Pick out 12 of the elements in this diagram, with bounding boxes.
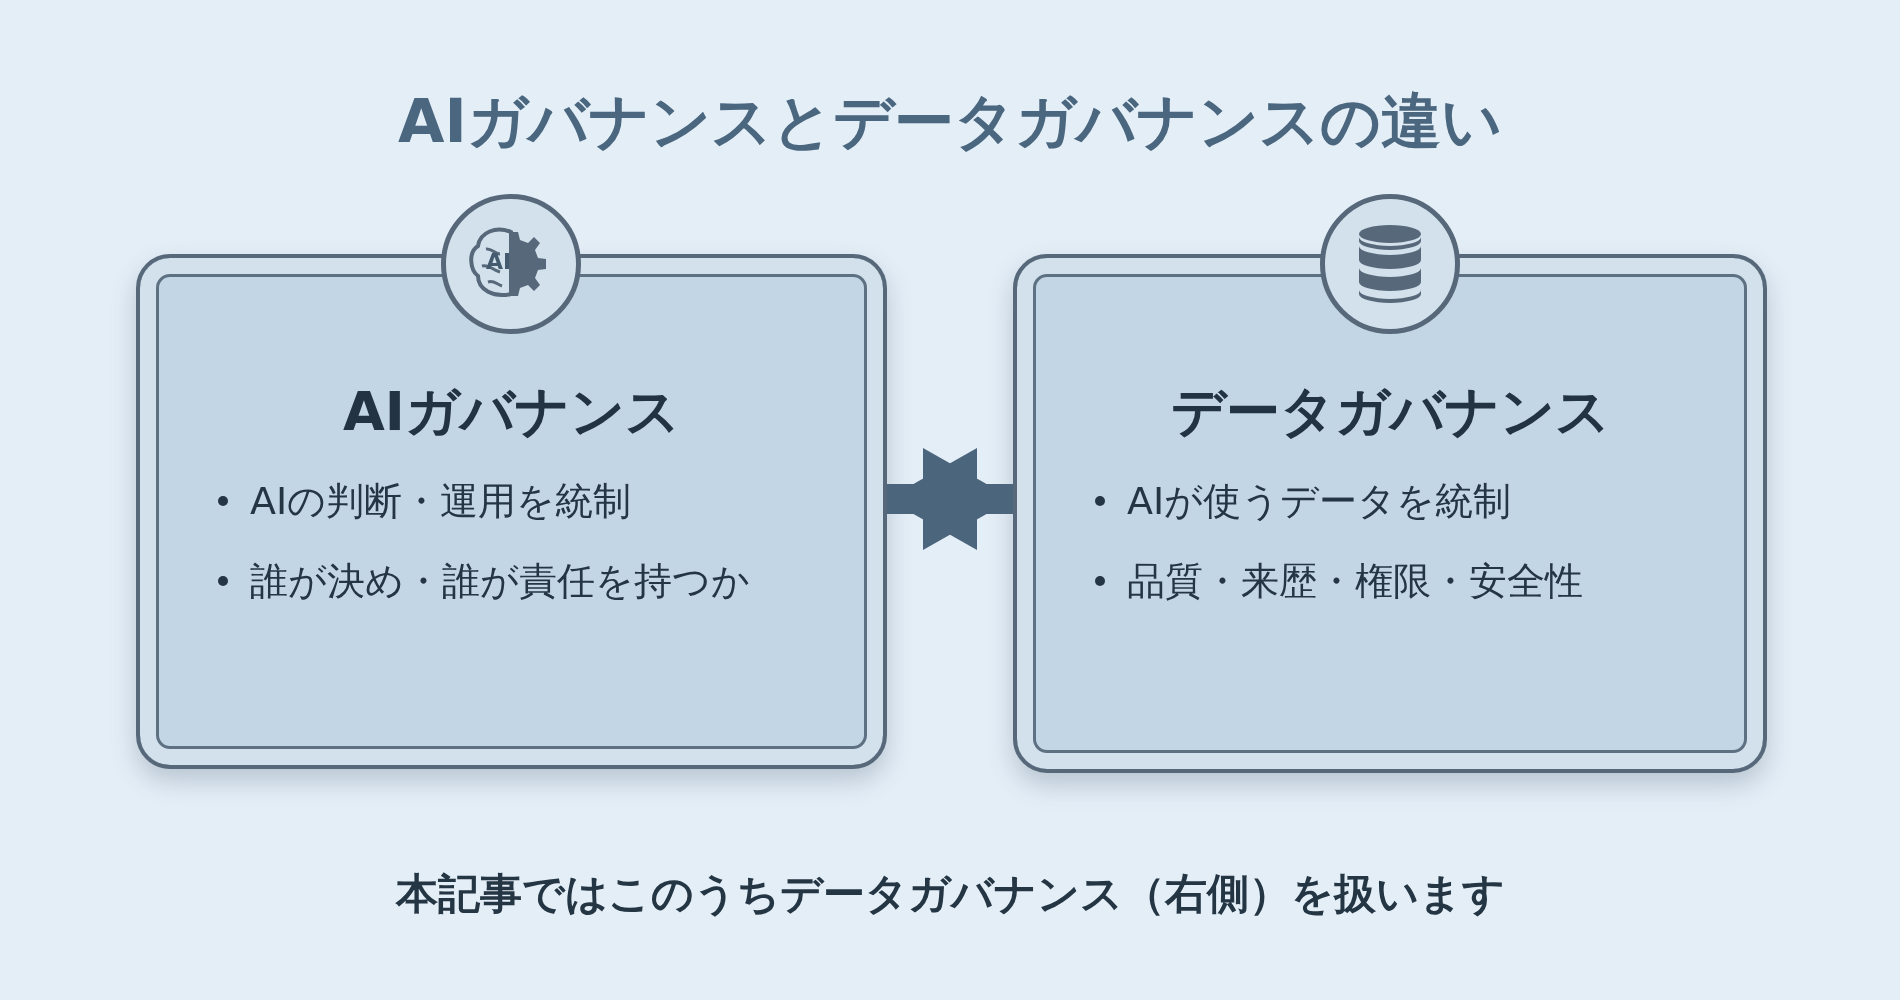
icon-label: AI <box>486 249 512 274</box>
panel-heading: データガバナンス <box>1169 379 1611 445</box>
title: AIガバナンスとデータガバナンスの違い <box>397 85 1503 158</box>
panel-box <box>136 254 887 769</box>
bullet-item: AIの判断・運用を統制 <box>250 478 632 525</box>
bullet-item: 誰が決め・誰が責任を持つか <box>250 558 750 605</box>
panel-heading: AIガバナンス <box>342 379 681 445</box>
panel-box <box>1013 254 1767 773</box>
double-arrow <box>887 448 1013 550</box>
bullet-item: 品質・来歴・権限・安全性 <box>1127 558 1583 605</box>
caption: 本記事ではこのうちデータガバナンス（右側）を扱います <box>394 868 1506 920</box>
bullet-item: AIが使うデータを統制 <box>1127 478 1512 525</box>
